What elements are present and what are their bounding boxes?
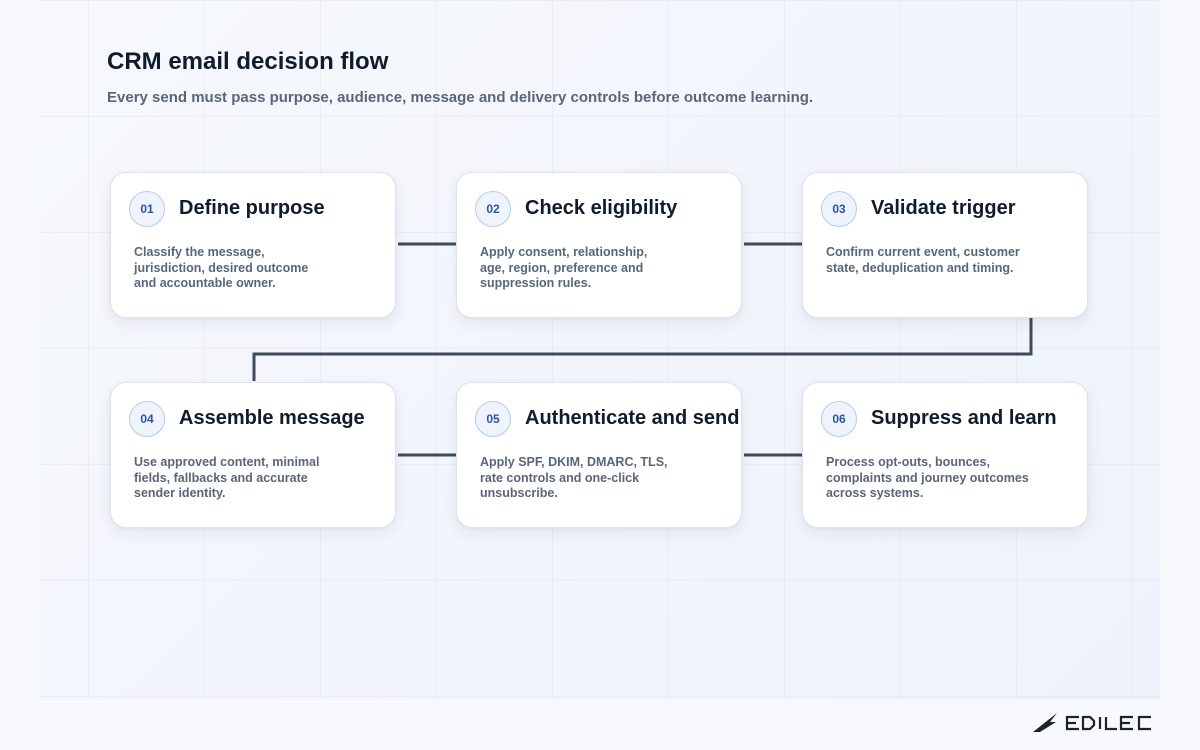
step-description: Use approved content, minimal fields, fa…: [134, 455, 320, 500]
diagram-canvas: [40, 0, 1160, 700]
step-number-badge: 03: [821, 191, 857, 227]
step-description: Apply SPF, DKIM, DMARC, TLS, rate contro…: [480, 455, 668, 500]
step-title: Check eligibility: [525, 197, 678, 219]
step-card-authenticate-and-send: 05 Authenticate and send Apply SPF, DKIM…: [456, 382, 742, 528]
step-card-check-eligibility: 02 Check eligibility Apply consent, rela…: [456, 172, 742, 318]
page-subtitle: Every send must pass purpose, audience, …: [107, 89, 814, 106]
step-number-badge: 01: [129, 191, 165, 227]
edilec-logo: [1033, 713, 1151, 732]
step-title: Assemble message: [179, 407, 365, 429]
wing-logo-icon: [1033, 713, 1057, 732]
step-title: Suppress and learn: [871, 407, 1057, 429]
step-description: Confirm current event, customer state, d…: [826, 245, 1020, 275]
step-number-badge: 06: [821, 401, 857, 437]
step-card-assemble-message: 04 Assemble message Use approved content…: [110, 382, 396, 528]
step-number-badge: 02: [475, 191, 511, 227]
page-title: CRM email decision flow: [107, 48, 389, 75]
step-card-suppress-and-learn: 06 Suppress and learn Process opt-outs, …: [802, 382, 1088, 528]
step-description: Classify the message, jurisdiction, desi…: [134, 245, 309, 290]
step-card-define-purpose: 01 Define purpose Classify the message, …: [110, 172, 396, 318]
connector-03-04: [252, 318, 1033, 381]
step-card-validate-trigger: 03 Validate trigger Confirm current even…: [802, 172, 1088, 318]
step-number-badge: 05: [475, 401, 511, 437]
edilec-wordmark: [1065, 715, 1151, 731]
step-description: Apply consent, relationship, age, region…: [480, 245, 648, 290]
step-title: Validate trigger: [871, 197, 1016, 219]
step-title: Authenticate and send: [525, 407, 740, 429]
step-number-badge: 04: [129, 401, 165, 437]
step-description: Process opt-outs, bounces, complaints an…: [826, 455, 1029, 500]
step-title: Define purpose: [179, 197, 325, 219]
